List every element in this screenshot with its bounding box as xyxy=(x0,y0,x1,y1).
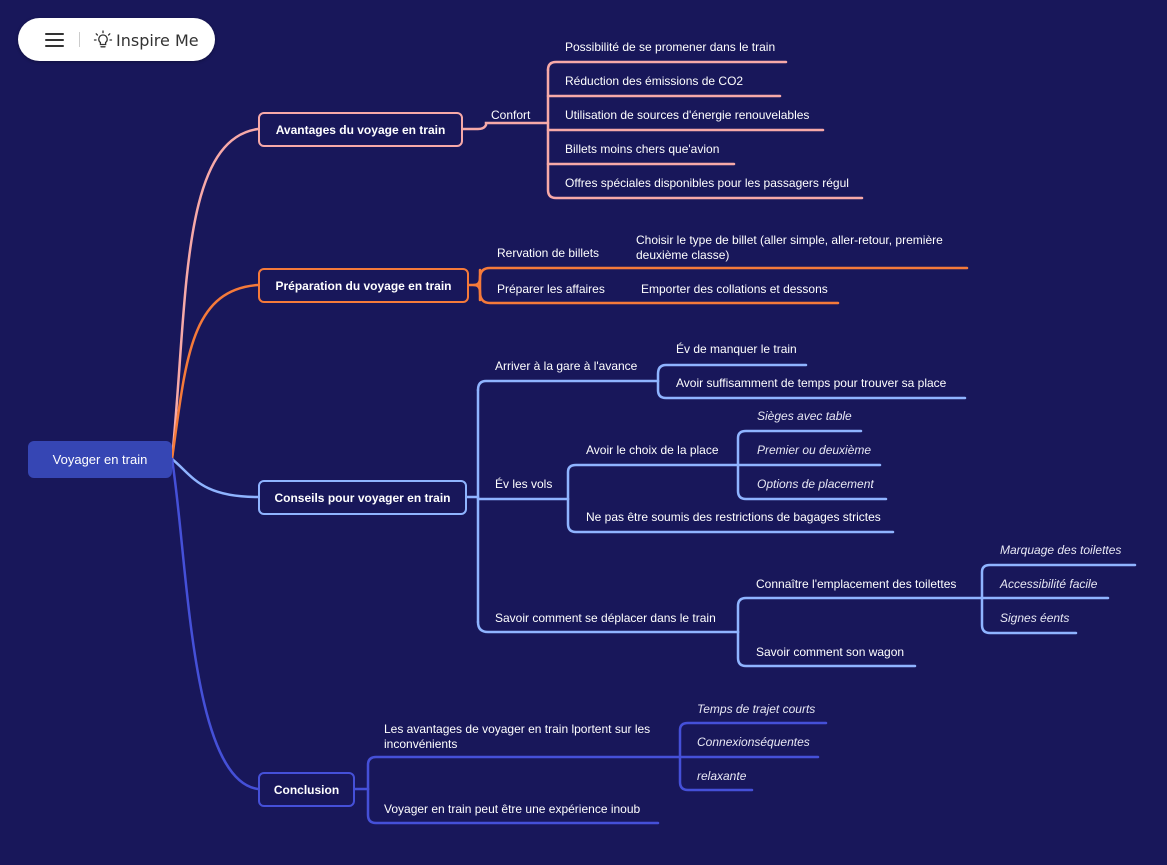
label-confort-item[interactable]: Possibilité de se promener dans le train xyxy=(565,40,776,54)
connector-root-avantages xyxy=(170,127,260,461)
label-deplacer[interactable]: Savoir comment se déplacer dans le train xyxy=(495,611,716,625)
label-affaires[interactable]: Préparer les affaires xyxy=(497,282,605,296)
label-arriver[interactable]: Arriver à la gare à l'avance xyxy=(495,359,638,373)
root-node[interactable]: Voyager en train xyxy=(28,441,172,478)
label-arriver-child[interactable]: Avoir suffisamment de temps pour trouver… xyxy=(676,376,947,390)
label-confort-item[interactable]: Utilisation de sources d'énergie renouve… xyxy=(565,108,810,122)
label-place[interactable]: Avoir le choix de la place xyxy=(586,443,719,457)
connector-root-conseils xyxy=(170,457,260,499)
label-arriver-child[interactable]: Év de manquer le train xyxy=(676,342,797,356)
label-conclusion-child[interactable]: Temps de trajet courts xyxy=(697,702,816,716)
label-confort-item[interactable]: Réduction des émissions de CO2 xyxy=(565,74,744,88)
node-avantages-label: Avantages du voyage en train xyxy=(275,122,446,137)
label-place-child[interactable]: Sièges avec table xyxy=(757,409,852,423)
inspire-me-label: Inspire Me xyxy=(116,30,199,50)
label-confort-item[interactable]: Offres spéciales disponibles pour les pa… xyxy=(565,176,849,190)
label-reservation[interactable]: Rervation de billets xyxy=(497,246,600,260)
label-conclusion-avantages[interactable]: Les avantages de voyager en train lporte… xyxy=(384,722,651,751)
label-reservation-child[interactable]: Choisir le type de billet (aller simple,… xyxy=(636,233,943,262)
node-preparation[interactable]: Préparation du voyage en train xyxy=(258,268,469,303)
node-conseils-label: Conseils pour voyager en train xyxy=(274,490,451,505)
connector-root-conclusion xyxy=(170,457,260,791)
toolbar: Inspire Me xyxy=(18,18,215,61)
label-conclusion-child[interactable]: relaxante xyxy=(697,769,747,783)
label-conclusion-child[interactable]: Connexionséquentes xyxy=(697,735,810,749)
label-experience[interactable]: Voyager en train peut être une expérienc… xyxy=(384,802,641,816)
root-label: Voyager en train xyxy=(52,452,148,467)
lightbulb-icon xyxy=(93,30,113,48)
label-wagon[interactable]: Savoir comment son wagon xyxy=(756,645,905,659)
connector-root-preparation xyxy=(170,283,260,461)
inspire-me-button[interactable]: Inspire Me xyxy=(93,28,199,52)
label-toilettes-child[interactable]: Signes éents xyxy=(1000,611,1070,625)
label-toilettes-child[interactable]: Accessibilité facile xyxy=(1000,577,1098,591)
label-confort-item[interactable]: Billets moins chers que'avion xyxy=(565,142,720,156)
hamburger-menu-icon[interactable] xyxy=(45,32,64,48)
label-bagages[interactable]: Ne pas être soumis des restrictions de b… xyxy=(586,510,881,524)
node-preparation-label: Préparation du voyage en train xyxy=(275,278,452,293)
node-conclusion-label: Conclusion xyxy=(273,782,340,797)
label-affaires-child[interactable]: Emporter des collations et dessons xyxy=(641,282,828,296)
label-confort[interactable]: Confort xyxy=(491,108,531,122)
label-vols[interactable]: Év les vols xyxy=(495,477,553,491)
toolbar-divider xyxy=(79,32,80,47)
label-toilettes-child[interactable]: Marquage des toilettes xyxy=(1000,543,1122,557)
label-place-child[interactable]: Options de placement xyxy=(757,477,874,491)
label-place-child[interactable]: Premier ou deuxième xyxy=(757,443,872,457)
node-conclusion[interactable]: Conclusion xyxy=(258,772,355,807)
label-toilettes[interactable]: Connaître l'emplacement des toilettes xyxy=(756,577,957,591)
node-avantages[interactable]: Avantages du voyage en train xyxy=(258,112,463,147)
node-conseils[interactable]: Conseils pour voyager en train xyxy=(258,480,467,515)
